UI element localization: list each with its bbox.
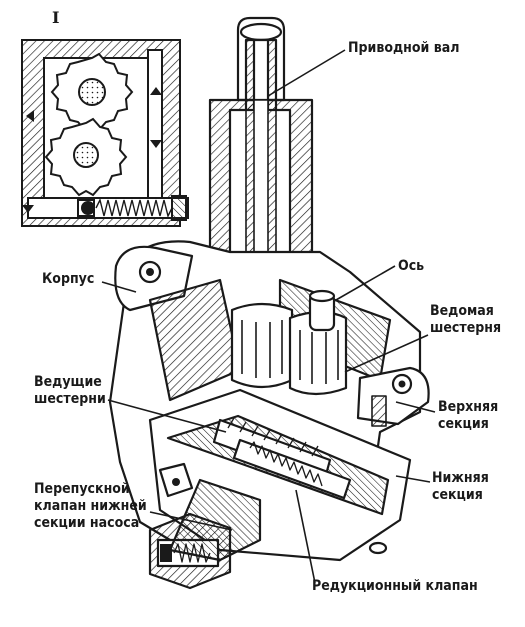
leader-lines bbox=[101, 49, 436, 584]
label-reducing-valve: Редукционный клапан bbox=[312, 578, 478, 594]
inset-upper-gear bbox=[50, 52, 134, 132]
label-bypass-valve: Перепускной клапан нижней секции насоса bbox=[34, 481, 147, 531]
driven-gear bbox=[230, 302, 348, 396]
inset-label: I bbox=[52, 8, 60, 27]
label-driven-gear: Ведомая шестерня bbox=[430, 303, 502, 336]
label-drive-shaft: Приводной вал bbox=[348, 40, 460, 56]
inset-lower-gear bbox=[44, 117, 128, 197]
label-axle: Ось bbox=[398, 258, 425, 274]
label-housing: Корпус bbox=[42, 271, 95, 287]
label-drive-gears: Ведущие шестерни bbox=[34, 374, 106, 407]
inset-schematic bbox=[21, 39, 189, 227]
label-upper-section: Верхняя секция bbox=[438, 399, 499, 432]
axle bbox=[308, 289, 336, 332]
pump-body bbox=[108, 16, 430, 590]
label-lower-section: Нижняя секция bbox=[432, 470, 489, 503]
reducing-valve bbox=[232, 438, 352, 500]
